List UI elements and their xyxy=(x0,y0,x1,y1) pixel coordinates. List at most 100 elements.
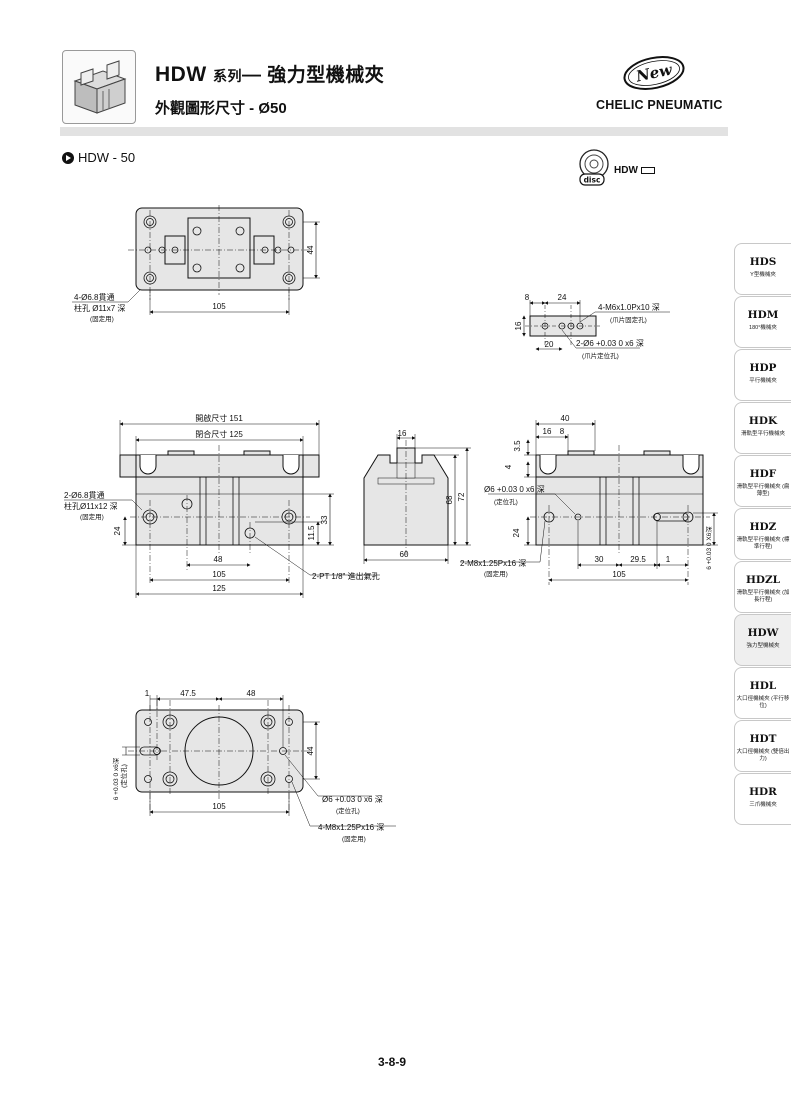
bottom-dim-left: 6 +0.03 0 x6深 xyxy=(111,757,120,800)
bottom-dim-1: 1 xyxy=(145,689,150,698)
sidebar-tab-code: HDZ xyxy=(749,521,777,533)
right-dim-8: 8 xyxy=(560,427,565,436)
page-number: 3-8-9 xyxy=(378,1055,407,1069)
sidebar-tab-hdr[interactable]: HDR 三爪機械夾 xyxy=(734,773,791,825)
sidebar-tab-hdt[interactable]: HDT 大口徑機械夾 (雙倍出力) xyxy=(734,720,791,772)
sidebar-tab-hdm[interactable]: HDM 180°機械夾 xyxy=(734,296,791,348)
sidebar-tab-desc: 平行機械夾 xyxy=(749,378,777,384)
disc-label-box xyxy=(640,167,655,174)
right-dim-40: 40 xyxy=(561,414,570,423)
series-suffix: 系列 xyxy=(213,68,242,84)
sidebar-tab-desc: 滑軌型平行機械夾 xyxy=(740,431,785,437)
new-badge: New xyxy=(622,55,686,96)
front-dim-48: 48 xyxy=(214,555,223,564)
right-note-tap-1: 2-M8x1.25Px16 深 xyxy=(460,559,526,568)
side-dim-16: 16 xyxy=(398,429,407,438)
play-bullet-icon xyxy=(62,151,74,164)
front-dim-11-5: 11.5 xyxy=(307,525,316,541)
front-note-hole-1: 2-Ø6.8貫通 xyxy=(64,490,104,500)
top-note-hole-2: 柱孔 Ø11x7 深 xyxy=(74,303,125,313)
sidebar-tab-code: HDP xyxy=(749,362,777,374)
top-dim-105: 105 xyxy=(212,302,226,311)
sidebar-tab-desc: 三爪機械夾 xyxy=(749,802,777,808)
sidebar-tab-desc: 滑軌型平行機械夾 (加長行程) xyxy=(736,590,790,603)
front-dim-24: 24 xyxy=(113,526,122,535)
top-dim-44: 44 xyxy=(306,245,315,254)
bottom-dim-left-note: (定位孔) xyxy=(119,764,128,788)
model-label: HDW - 50 xyxy=(62,150,135,165)
right-dim-16: 16 xyxy=(543,427,552,436)
jaw-note-pin-2: (爪片定位孔) xyxy=(582,351,619,360)
right-view xyxy=(460,420,718,585)
sidebar-tab-code: HDR xyxy=(749,786,777,798)
right-dim-24: 24 xyxy=(512,528,521,537)
bottom-view xyxy=(122,695,396,827)
disc-label: HDW xyxy=(614,165,655,176)
front-dim-closed: 閉合尺寸 125 xyxy=(195,429,243,439)
sidebar-tab-desc: 強力型機械夾 xyxy=(746,643,780,649)
sidebar-tab-hdl[interactable]: HDL 大口徑機械夾 (平行移位) xyxy=(734,667,791,719)
bottom-note-pin-2: (定位孔) xyxy=(336,806,360,815)
sidebar-tab-hdz[interactable]: HDZ 滑軌型平行機械夾 (標準行程) xyxy=(734,508,791,560)
front-note-hole-2: 柱孔Ø11x12 深 xyxy=(64,501,118,511)
sidebar-tab-code: HDT xyxy=(749,733,777,745)
top-view-labels: 105 44 4-Ø6.8貫通 柱孔 Ø11x7 深 (固定用) xyxy=(74,245,315,323)
sidebar-tab-hdw[interactable]: HDW 強力型機械夾 xyxy=(734,614,791,666)
sidebar-tab-code: HDL xyxy=(749,680,777,692)
sidebar-tab-hdp[interactable]: HDP 平行機械夾 xyxy=(734,349,791,401)
sidebar-tab-code: HDM xyxy=(747,309,779,321)
sidebar-tab-code: HDZL xyxy=(745,574,781,586)
jaw-note-pin-1: 2-Ø6 +0.03 0 x6 深 xyxy=(576,339,644,348)
disc-label-text: HDW xyxy=(614,165,638,176)
side-dim-60: 60 xyxy=(400,550,409,559)
top-note-hole-1: 4-Ø6.8貫通 xyxy=(74,292,114,302)
jaw-dim-16: 16 xyxy=(514,321,523,330)
right-dim-105: 105 xyxy=(612,570,626,579)
front-dim-open: 開啟尺寸 151 xyxy=(195,413,243,423)
sidebar-tab-code: HDS xyxy=(749,256,777,268)
jaw-dim-8: 8 xyxy=(525,293,530,302)
side-dim-72: 72 xyxy=(457,492,466,501)
jaw-dim-24: 24 xyxy=(558,293,567,302)
page-title: HDW 系列— 強力型機械夾 xyxy=(155,63,385,86)
sidebar-tab-desc: 大口徑機械夾 (平行移位) xyxy=(736,696,790,709)
bottom-dim-47-5: 47.5 xyxy=(180,689,196,698)
sidebar-tab-desc: 滑軌型平行機械夾 (標準行程) xyxy=(736,537,790,550)
sidebar-tab-desc: Y型機械夾 xyxy=(750,272,776,278)
right-dim-30: 30 xyxy=(595,555,604,564)
page-subtitle: 外觀圖形尺寸 - Ø50 xyxy=(155,100,287,117)
top-view xyxy=(72,205,320,315)
disc-badge: disc xyxy=(576,148,612,193)
right-dim-1: 1 xyxy=(666,555,671,564)
front-view xyxy=(64,420,380,598)
sidebar-tab-code: HDW xyxy=(747,627,779,639)
right-dim-4: 4 xyxy=(504,464,513,469)
bottom-dim-105: 105 xyxy=(212,802,226,811)
bottom-note-pin-1: Ø6 +0.03 0 x6 深 xyxy=(322,795,383,804)
jaw-dim-20: 20 xyxy=(545,340,554,349)
sidebar-tab-desc: 大口徑機械夾 (雙倍出力) xyxy=(736,749,790,762)
side-dim-68: 68 xyxy=(445,495,454,504)
bottom-note-tap-1: 4-M8x1.25Px16 深 xyxy=(318,823,384,832)
front-view-labels: 開啟尺寸 151 閉合尺寸 125 48 105 125 24 11.5 33 … xyxy=(64,413,380,593)
right-note-pin-1: Ø6 +0.03 0 x6 深 xyxy=(484,485,545,494)
bottom-dim-44: 44 xyxy=(306,746,315,755)
brand-name: CHELIC PNEUMATIC xyxy=(596,98,723,112)
jaw-note-tap-2: (爪片固定孔) xyxy=(610,315,647,324)
series-name: 強力型機械夾 xyxy=(267,65,385,86)
sidebar-tab-desc: 180°機械夾 xyxy=(749,325,777,331)
bottom-view-labels: 1 47.5 48 44 105 6 +0.03 0 x6深 (定位孔) Ø6 … xyxy=(111,689,384,843)
side-view-labels: 16 60 68 72 xyxy=(398,429,466,559)
right-dim-3-5: 3.5 xyxy=(513,440,522,452)
front-dim-33: 33 xyxy=(320,515,329,524)
sidebar-tab-hdzl[interactable]: HDZL 滑軌型平行機械夾 (加長行程) xyxy=(734,561,791,613)
disc-icon: disc xyxy=(579,149,609,186)
header-divider xyxy=(60,127,728,136)
front-note-port: 2-PT 1/8" 進出氣孔 xyxy=(312,571,380,581)
product-thumbnail xyxy=(62,50,136,124)
sidebar-tab-hds[interactable]: HDS Y型機械夾 xyxy=(734,243,791,295)
